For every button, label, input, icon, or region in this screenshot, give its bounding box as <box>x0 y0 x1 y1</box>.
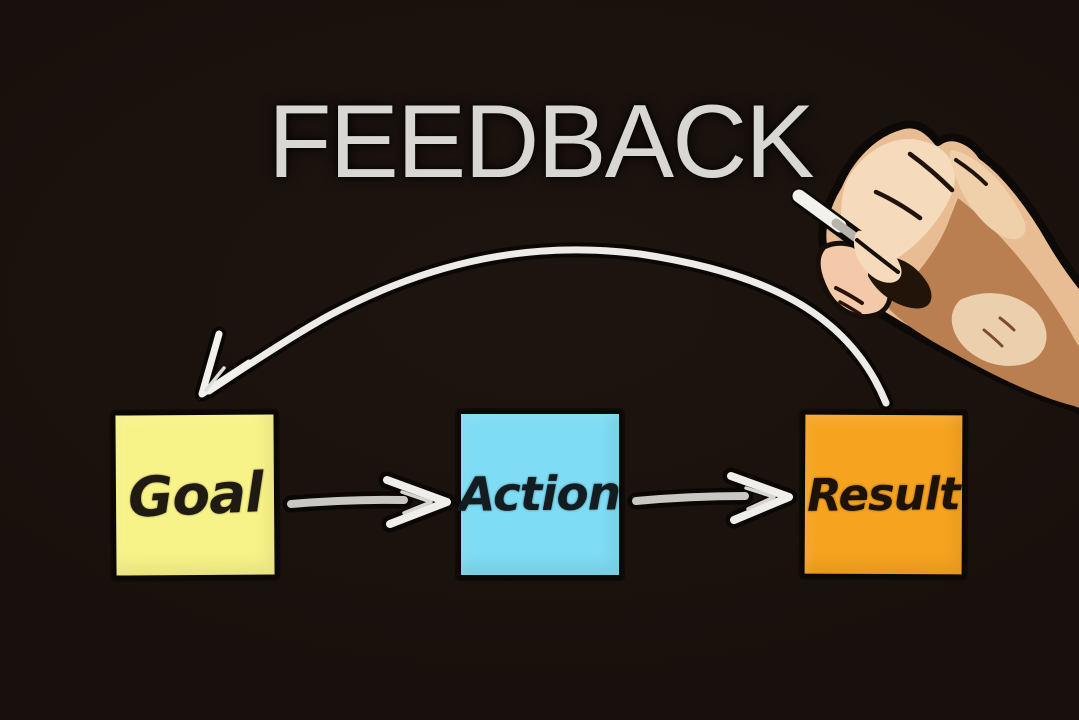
diagram-title: FEEDBACK <box>268 84 815 200</box>
goal-label: Goal <box>126 460 264 530</box>
sticky-note-goal: Goal <box>111 410 279 580</box>
sticky-note-action: Action <box>457 410 623 579</box>
feedback-curved-arrow <box>194 242 894 411</box>
arrow-action-to-result <box>627 467 798 529</box>
sticky-note-result: Result <box>800 410 967 579</box>
arrow-goal-to-action <box>282 471 456 533</box>
action-label: Action <box>459 466 621 523</box>
hand-illustration <box>790 120 1079 416</box>
result-label: Result <box>806 467 961 522</box>
